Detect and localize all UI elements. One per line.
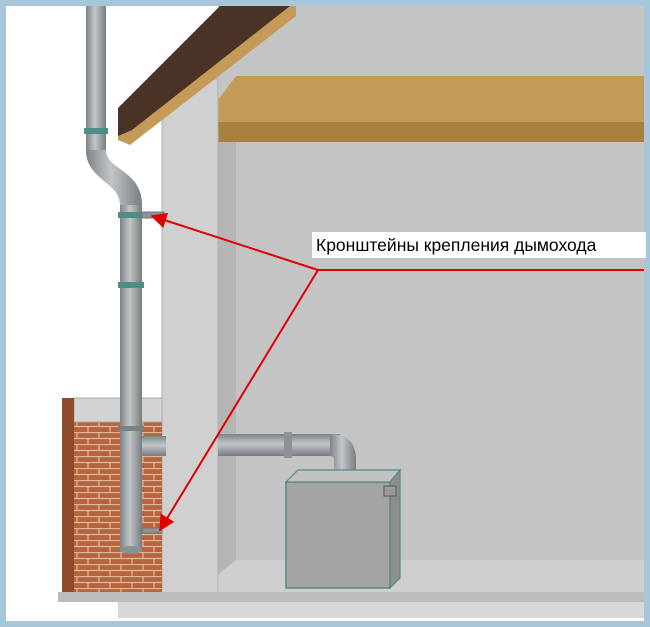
tee-branch [142,436,166,456]
brick-chimney-cap [73,397,163,423]
roof-eave [118,6,296,145]
foundation [58,592,644,602]
tee-band [118,426,144,431]
flue-pipe-horizontal [218,434,340,456]
ground [118,602,644,618]
arrow-pointer-icon [150,212,319,271]
boiler-body [285,481,391,589]
chimney-pipe-middle [120,205,142,425]
chimney-pipe-bottom-cap [120,546,142,554]
lower-wall-bracket [141,527,163,534]
flue-pipe-elbow [330,434,356,480]
ceiling-beam-front [218,122,644,142]
chimney-pipe-lower [120,425,142,550]
room-side-wall [218,140,236,575]
boiler-control [383,485,397,497]
exterior-wall [161,69,219,599]
arrow-pointer-icon [159,269,319,532]
brick-chimney-base [62,398,162,592]
flue-pipe-collar [284,432,292,458]
pipe-band [118,282,144,288]
chimney-pipe-offset [86,150,142,205]
pipe-band [84,128,108,134]
brick-chimney-shadow [62,398,74,592]
boiler-top [284,469,402,483]
boiler-side [389,468,401,590]
callout-label: Кронштейны крепления дымохода [312,232,646,258]
roof-top [118,6,290,136]
ceiling-beam-top [218,76,644,122]
chimney-pipe-top [86,6,106,154]
pipe-band [118,212,144,218]
